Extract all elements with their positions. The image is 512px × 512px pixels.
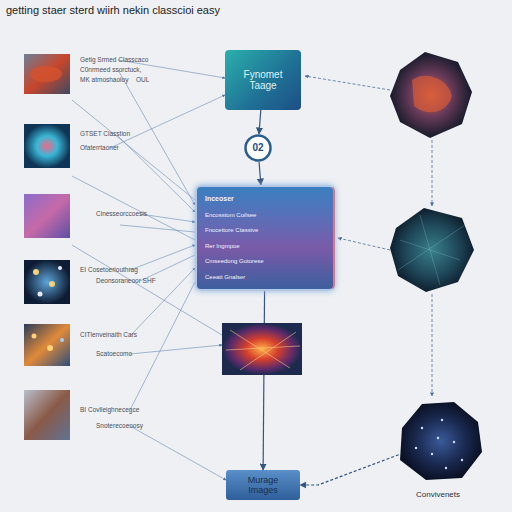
node-row: Cmseedong Gotorese [205, 258, 264, 265]
node-heading: Murage Images [236, 475, 290, 496]
annotation-text: MK atmoshaoloy [80, 76, 128, 83]
process-box: Fynomet Taage [225, 50, 301, 110]
annotation-text: Snoterecoeoosy [96, 422, 143, 429]
node-heading: Convivenets [392, 490, 484, 499]
node-row: Rer Ingmpoe [205, 243, 240, 250]
flow-arrow [263, 291, 264, 470]
annotation-text: OUL [136, 76, 149, 83]
node-row: Fnocettore Ctassive [205, 227, 258, 234]
annotation-text: C0nrmeed ssorctuck, [80, 66, 141, 73]
blob-outline [392, 398, 484, 482]
image-texture [226, 330, 300, 370]
diagram-title: getting staer sterd wiirh nekin classcio… [6, 4, 220, 16]
annotation-text: CITlenveinaith Cars [80, 331, 137, 338]
center-image [222, 323, 302, 375]
node-row: Encosstom Coilsee [205, 212, 256, 219]
node-heading: Fynomet Taage [231, 69, 295, 92]
step-circle: 02 [244, 134, 272, 162]
process-box: InceoserEncosstom CoilseeFnocettore Ctas… [195, 185, 335, 291]
annotation-text: Ofaterrtaoner [80, 144, 119, 151]
node-row: Ceeatt Gnalser [205, 274, 245, 281]
annotation-text: Cinesseorccoesis [96, 210, 147, 217]
annotation-text: Scatoecomo [96, 350, 132, 357]
annotation-text: BI Covlleighnecegce [80, 406, 139, 413]
side-blobs [390, 52, 474, 292]
node-heading: Inceoser [205, 195, 234, 203]
flow-arrow [259, 110, 261, 134]
cluster-blob: Convivenets [392, 398, 484, 482]
annotation-text: EI Cosetoeriouthrag [80, 266, 138, 273]
annotation-text: Getig Srmed Classcaco [80, 56, 148, 63]
annotation-text: GTSET Classtion [80, 130, 130, 137]
flow-arrow [300, 455, 399, 485]
node-heading: 02 [252, 142, 263, 154]
flow-arrow [259, 162, 261, 185]
annotation-text: Deonsoraneoor SHF [96, 277, 156, 284]
thumbnail-images [24, 54, 70, 440]
process-box: Murage Images [226, 470, 300, 500]
